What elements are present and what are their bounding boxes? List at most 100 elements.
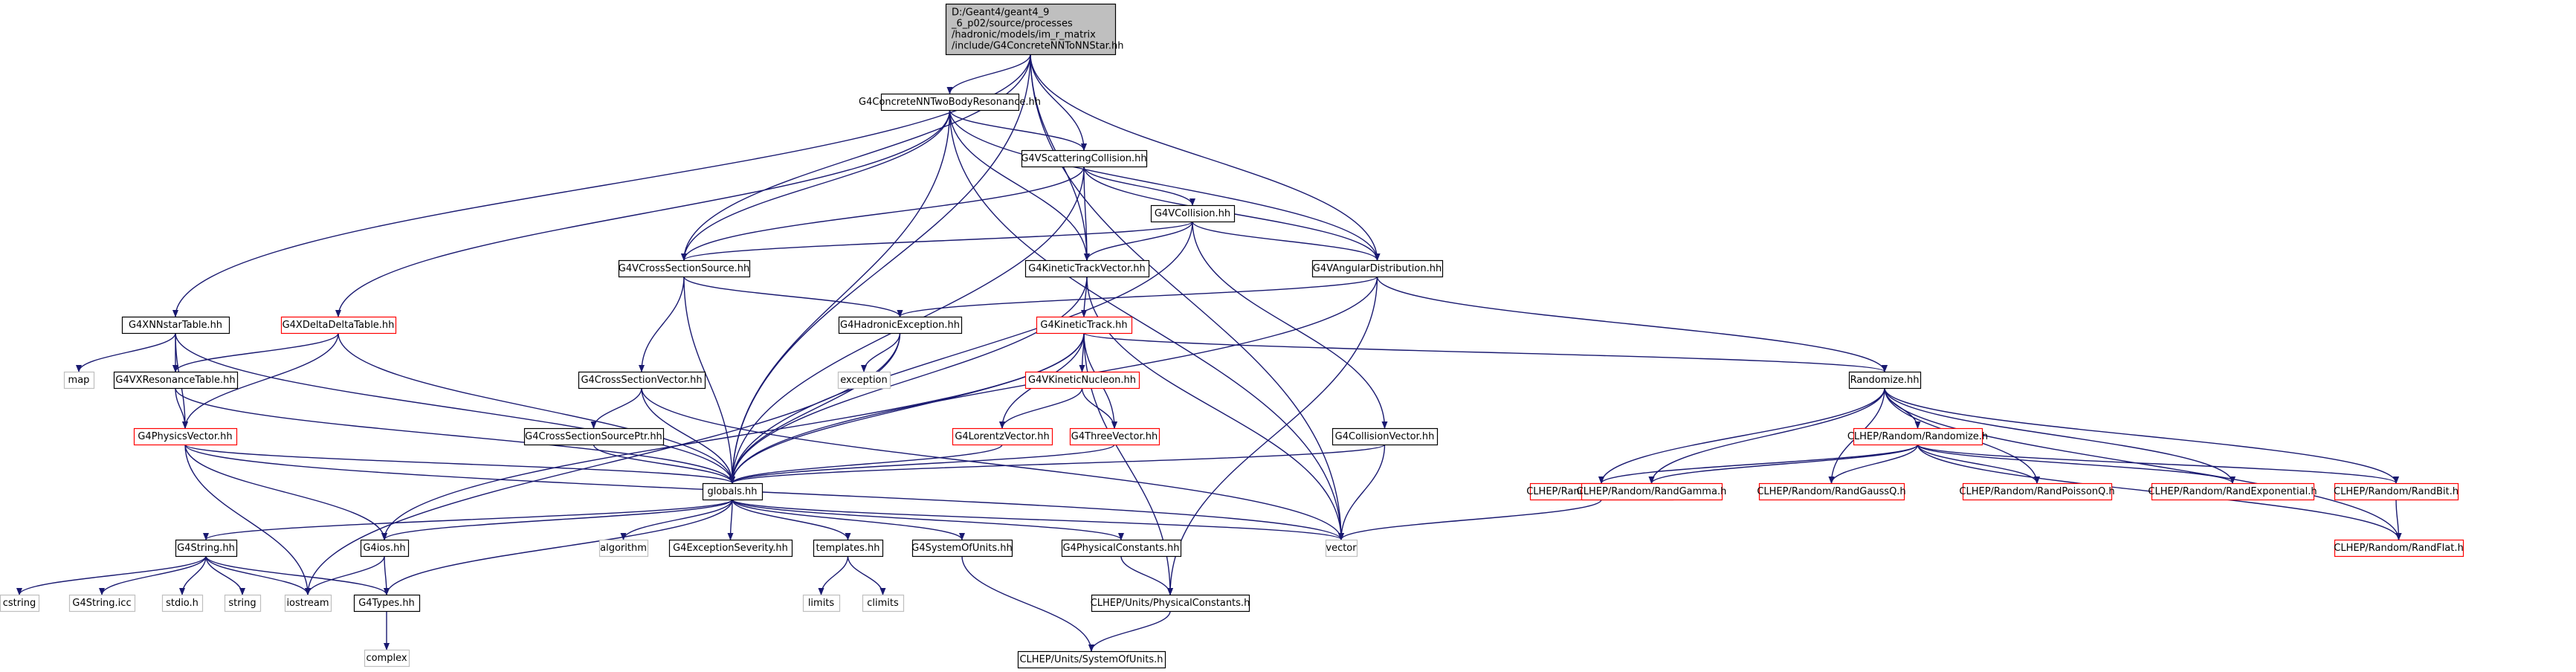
node-n-xdd[interactable]: G4XDeltaDeltaTable.hh [280,316,397,335]
node-n-vector: vector [1325,539,1358,558]
edge-n_pv-to-n_vector [184,444,1344,540]
node-label: D:/Geant4/geant4_9 [952,7,1049,19]
node-n-vxrt[interactable]: G4VXResonanceTable.hh [113,371,239,390]
node-box [1069,427,1161,446]
node-n-clhep-sou[interactable]: CLHEP/Units/SystemOfUnits.h [1017,650,1166,669]
node-n-clhep-pc[interactable]: CLHEP/Units/PhysicalConstants.h [1091,594,1250,613]
edge-n_globals-to-n_g4es [727,499,734,540]
edge-n_vcoll-to-n_vad [1192,221,1381,261]
node-box [813,539,884,558]
node-box [1962,482,2113,501]
node-label: CLHEP/Random/Randomize.h [1847,431,1988,442]
node-box [838,316,963,335]
edge-n_ktv-to-n_vector [1086,276,1344,540]
node-n-clhep-rand-h[interactable]: CLHEP/Random/Randomize.h [1847,427,1988,446]
node-n-csv[interactable]: G4CrossSectionVector.hh [578,371,706,390]
node-box [68,594,136,613]
node-box [523,427,665,446]
node-n-ktv[interactable]: G4KineticTrackVector.hh [1024,259,1150,278]
edge-n_ctbr-to-n_vcss [681,109,951,261]
node-n-vkn[interactable]: G4VKineticNucleon.hh [1024,371,1140,390]
node-label: CLHEP/Units/SystemOfUnits.h [1019,654,1163,665]
node-n-g4ios[interactable]: G4ios.hh [360,539,410,558]
node-n-rbit[interactable]: CLHEP/Random/RandBit.h [2334,482,2459,501]
node-label: Randomize.hh [1850,375,1920,386]
edge-n_g4pc-to-n_clhep_pc [1120,555,1173,595]
node-box [802,594,841,613]
node-n-collv[interactable]: G4CollisionVector.hh [1331,427,1439,446]
edge-n_csv-to-n_cssp [590,387,642,429]
node-n-g4sou[interactable]: G4SystemOfUnits.hh [911,539,1013,558]
node-n-rand[interactable]: Randomize.hh [1848,371,1922,390]
node-n-g4string[interactable]: G4String.hh [175,539,238,558]
node-box [1061,539,1182,558]
edge-n_vcoll-to-n_ktv [1084,221,1193,261]
node-n-cssp[interactable]: G4CrossSectionSourcePtr.hh [523,427,665,446]
edge-n_hexc-to-n_exception [861,332,901,372]
node-label: complex [366,653,407,664]
node-box [945,3,1117,56]
edge-n_vsc-to-n_ktv [1083,166,1090,261]
node-label: G4VCollision.hh [1155,208,1230,219]
node-n-rgq[interactable]: CLHEP/Random/RandGaussQ.h [1757,482,1906,501]
edge-n_globals-to-n_vector [732,499,1344,540]
node-root[interactable]: D:/Geant4/geant4_9_6_p02/source/processe… [945,3,1124,56]
edge-n_g4string-to-n_cstring [16,555,207,595]
edge-n_vcss-to-n_globals [683,276,735,484]
node-n-vad[interactable]: G4VAngularDistribution.hh [1311,259,1444,278]
edge-n_g4string-to-n_g4stricc [99,555,207,595]
node-box [1853,427,1983,446]
edge-n_ctbr-to-n_vad [949,109,1381,261]
node-label: G4CrossSectionVector.hh [581,375,702,386]
node-label: G4Types.hh [358,598,415,609]
node-n-templates[interactable]: templates.hh [813,539,884,558]
edge-n_vsc-to-n_vcss [681,166,1085,261]
node-n-g4types[interactable]: G4Types.hh [353,594,421,613]
node-n-xnns[interactable]: G4XNNstarTable.hh [121,316,230,335]
node-box [353,594,421,613]
edge-root-to-n_ctbr [946,54,1031,94]
node-label: CLHEP/Random/RandFlat.h [2334,543,2463,554]
node-n-lv[interactable]: G4LorentzVector.hh [952,427,1053,446]
node-n-g4pc[interactable]: G4PhysicalConstants.hh [1061,539,1182,558]
node-n-rexp[interactable]: CLHEP/Random/RandExponential.h [2148,482,2317,501]
node-label: vector [1326,543,1357,554]
edge-n_vcss-to-n_hexc [683,276,903,317]
node-box [1325,539,1358,558]
node-n-vcss[interactable]: G4VCrossSectionSource.hh [619,259,751,278]
node-n-g4es[interactable]: G4ExceptionSeverity.hh [668,539,793,558]
edge-n_clhep_pc-to-n_clhep_sou [1088,610,1171,652]
node-box [911,539,1013,558]
node-n-hexc[interactable]: G4HadronicException.hh [838,316,963,335]
node-n-vsc[interactable]: G4VScatteringCollision.hh [1021,149,1148,168]
node-n-rpq[interactable]: CLHEP/Random/RandPoissonQ.h [1959,482,2115,501]
edge-n_collv-to-n_globals [729,444,1386,484]
edge-n_xdd-to-n_vxrt [172,332,339,372]
node-n-tv[interactable]: G4ThreeVector.hh [1069,427,1161,446]
edge-n_globals-to-n_g4types [384,499,733,595]
node-n-rgam[interactable]: CLHEP/Random/RandGamma.h [1577,482,1727,501]
node-label: G4String.icc [72,598,131,609]
node-label: limits [808,598,835,609]
node-label: G4VAngularDistribution.hh [1313,263,1442,274]
node-n-map: map [63,371,95,390]
edge-n_csv-to-n_globals [641,387,735,484]
node-n-globals[interactable]: globals.hh [702,482,764,501]
node-label: climits [867,598,899,609]
edge-n_xnns-to-n_map [76,332,176,372]
node-n-rflat[interactable]: CLHEP/Random/RandFlat.h [2334,539,2464,558]
node-label: iostream [286,598,329,609]
edge-n_rand-to-n_rexp [1884,387,2236,484]
edge-n_g4string-to-n_g4types [205,555,390,595]
node-label: G4ios.hh [363,543,405,554]
edge-n_templates-to-n_limits [818,555,849,595]
node-n-ctbr[interactable]: G4ConcreteNNTwoBodyResonance.hh [859,93,1041,112]
node-n-pv[interactable]: G4PhysicsVector.hh [133,427,238,446]
node-n-vcoll[interactable]: G4VCollision.hh [1150,204,1236,223]
edge-n_vcoll-to-n_collv [1192,221,1388,429]
node-n-kt[interactable]: G4KineticTrack.hh [1036,316,1133,335]
edge-n_rbit-to-n_rflat [2395,499,2402,540]
edge-n_rgen-to-n_vector [1338,499,1602,540]
edge-n_g4ios-to-n_g4types [383,555,390,595]
node-label: templates.hh [816,543,879,554]
